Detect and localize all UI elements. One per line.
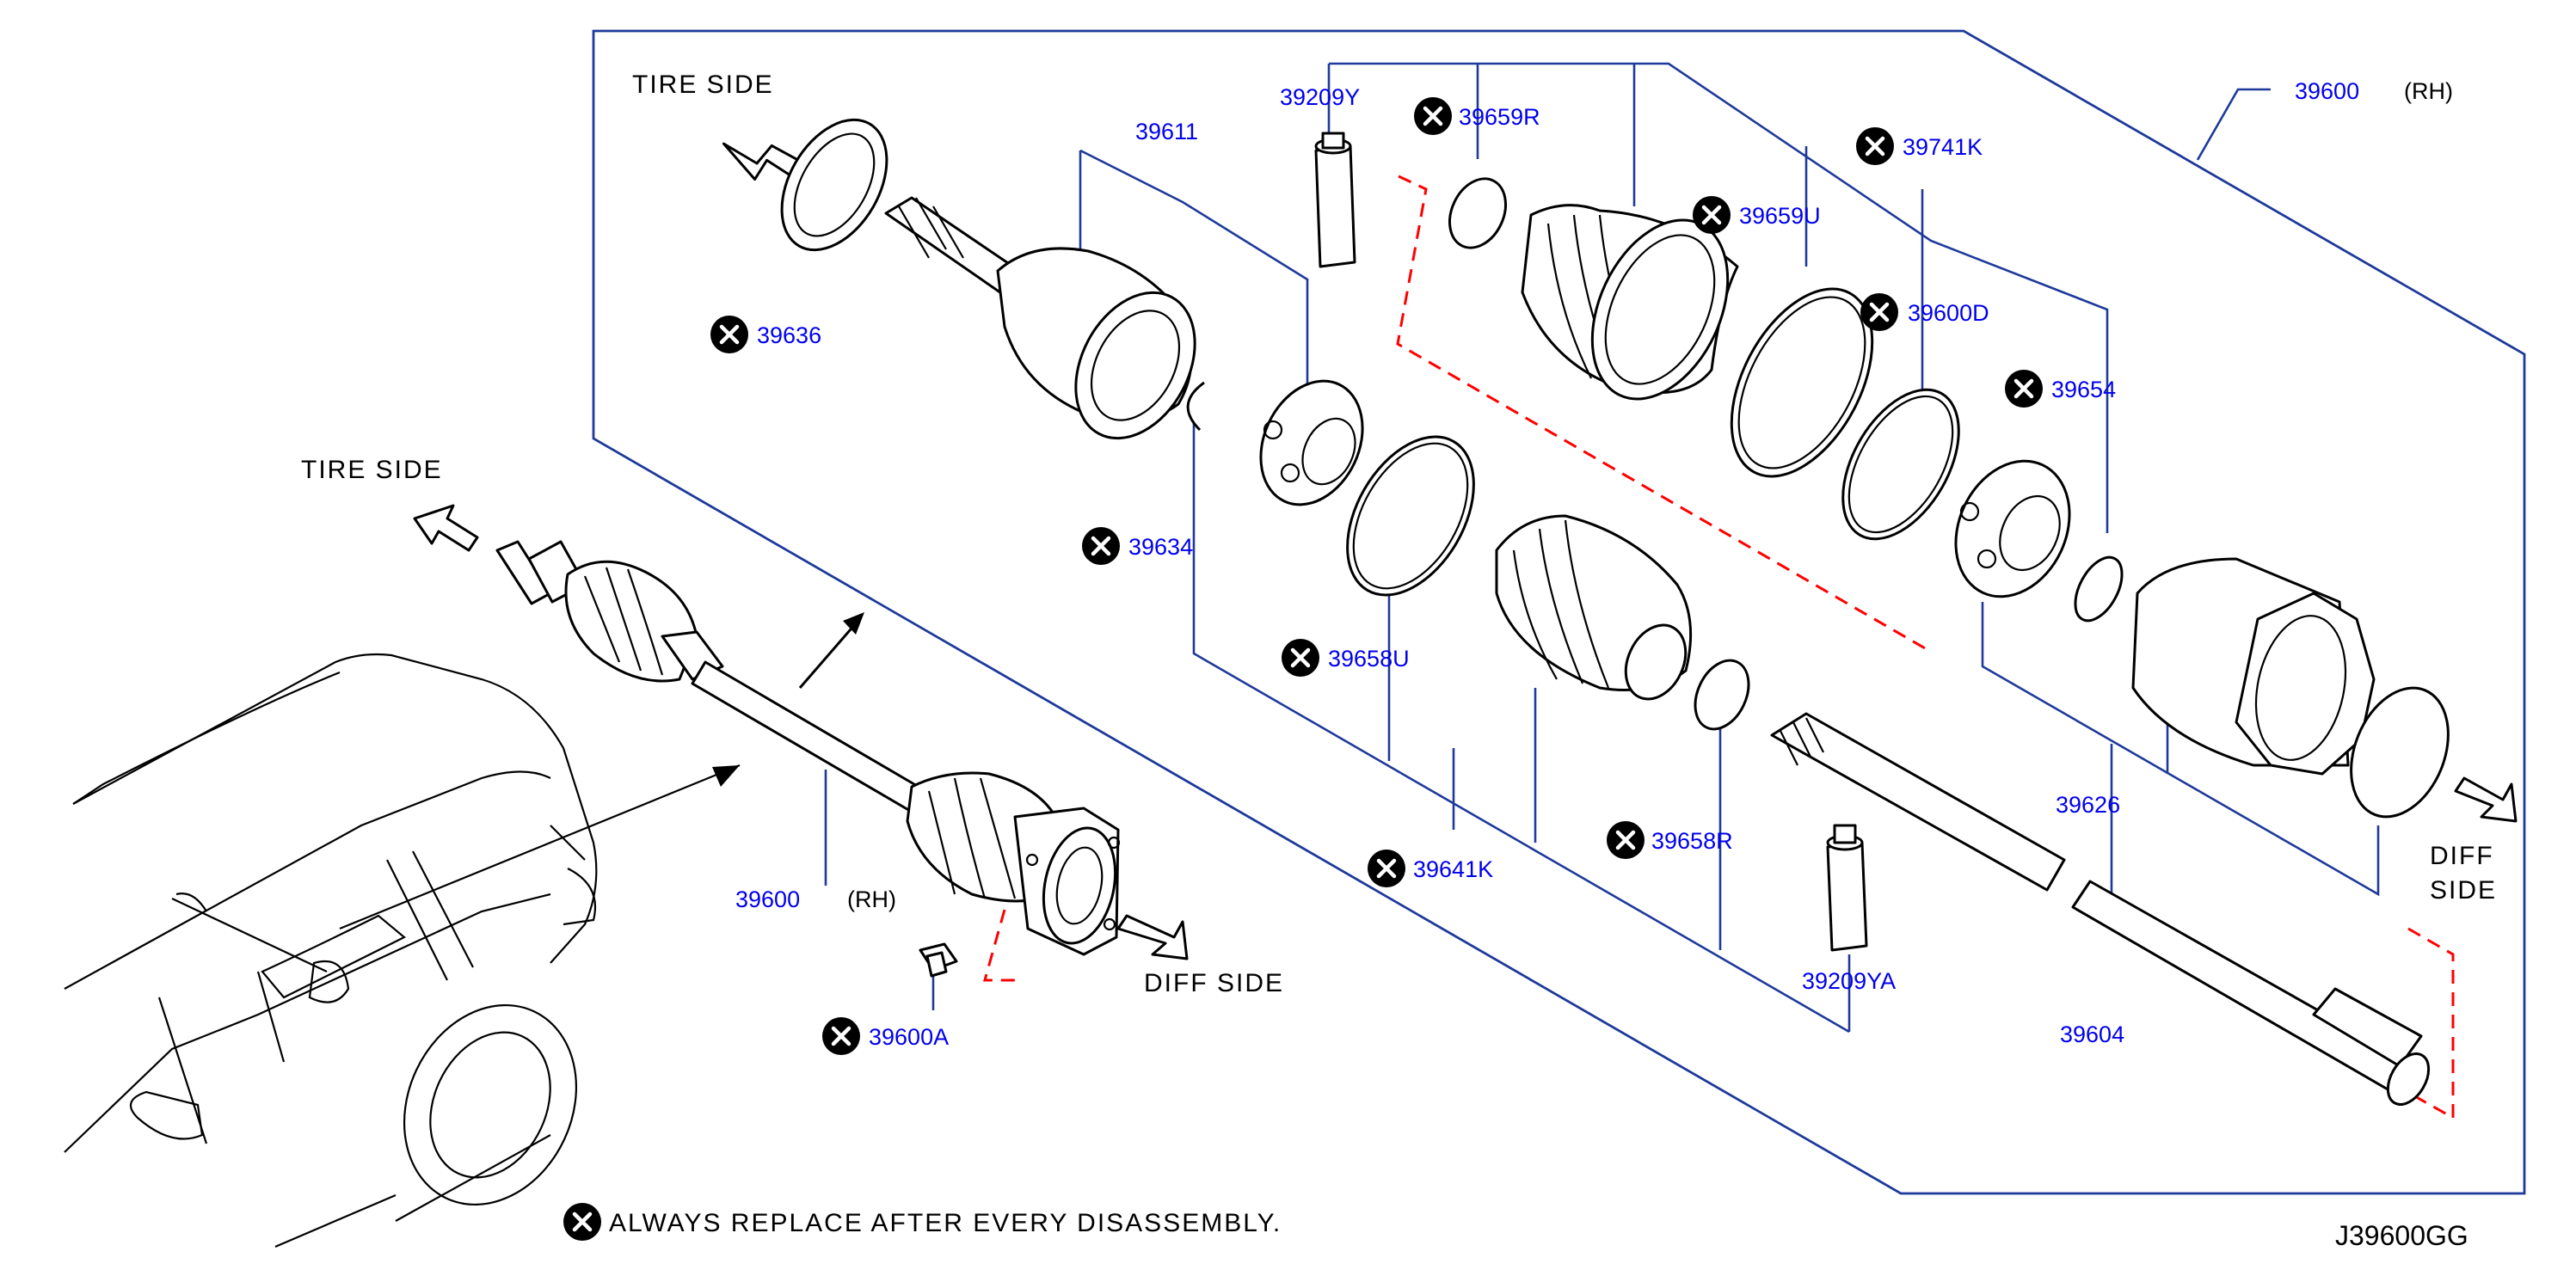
label-39634: 39634 <box>1128 534 1193 560</box>
label-39741K: 39741K <box>1903 134 1983 160</box>
legend-text: ALWAYS REPLACE AFTER EVERY DISASSEMBLY. <box>609 1209 1282 1237</box>
label-39600-main: 39600 <box>2295 78 2359 104</box>
label-39659R: 39659R <box>1459 104 1540 130</box>
label-39658R: 39658R <box>1651 828 1733 854</box>
label-39641K: 39641K <box>1413 856 1493 882</box>
replace-mark-39636 <box>710 316 748 353</box>
drive-shaft-assembly <box>495 540 1121 978</box>
label-39604: 39604 <box>2060 1021 2124 1047</box>
label-39600-left: 39600 <box>735 886 800 912</box>
label-39209YA: 39209YA <box>1802 968 1896 994</box>
replace-mark-39658U <box>1282 639 1319 677</box>
replace-mark-39658R <box>1607 821 1645 859</box>
label-39209Y: 39209Y <box>1280 84 1360 110</box>
label-39611: 39611 <box>1135 119 1198 144</box>
assembly-dash-upper <box>1396 175 1932 653</box>
replace-mark-39654 <box>2005 370 2043 408</box>
part-labels: 39600 (RH) 39611 39209Y 39659R 39741K 39… <box>735 78 2453 1050</box>
replace-mark-39600A <box>822 1017 860 1055</box>
replace-mark-39641K <box>1368 850 1405 887</box>
diff-label-right: DIFF <box>2430 842 2494 870</box>
replace-marks <box>563 97 2043 1241</box>
parts-illustration <box>780 118 2450 1106</box>
replace-mark-39741K <box>1856 127 1894 165</box>
assembly-dash-small <box>983 909 1015 982</box>
label-39636: 39636 <box>757 322 821 348</box>
replace-mark-39634 <box>1082 527 1120 565</box>
diagram-code: J39600GG <box>2335 1220 2468 1251</box>
leader-lines <box>814 62 2380 1034</box>
assembly-dash-lower <box>2399 927 2455 1120</box>
side-label-right: SIDE <box>2430 876 2497 905</box>
assembly-frame <box>592 29 2526 1195</box>
replace-mark-39659U <box>1693 196 1731 234</box>
tire-side-label-top: TIRE SIDE <box>632 71 774 99</box>
frame-leader-39600 <box>2196 88 2271 161</box>
label-39626: 39626 <box>2056 792 2120 818</box>
label-39654: 39654 <box>2051 377 2116 402</box>
label-rh-left: (RH) <box>847 886 896 912</box>
label-39600D: 39600D <box>1908 300 1989 326</box>
vehicle-illustration <box>64 653 741 1248</box>
label-39659U: 39659U <box>1739 203 1821 229</box>
diff-side-label-bottom: DIFF SIDE <box>1144 969 1284 997</box>
replace-mark-39600D <box>1860 293 1898 331</box>
legend-replace-mark <box>563 1203 601 1241</box>
direction-labels: TIRE SIDE TIRE SIDE DIFF SIDE DIFF SIDE <box>301 71 2497 997</box>
tire-side-label-left: TIRE SIDE <box>301 456 443 484</box>
label-39600A: 39600A <box>869 1024 949 1050</box>
replace-mark-39659R <box>1414 97 1452 135</box>
label-rh-main: (RH) <box>2404 78 2453 104</box>
label-39658U: 39658U <box>1328 646 1410 672</box>
direction-arrows <box>413 142 2518 960</box>
